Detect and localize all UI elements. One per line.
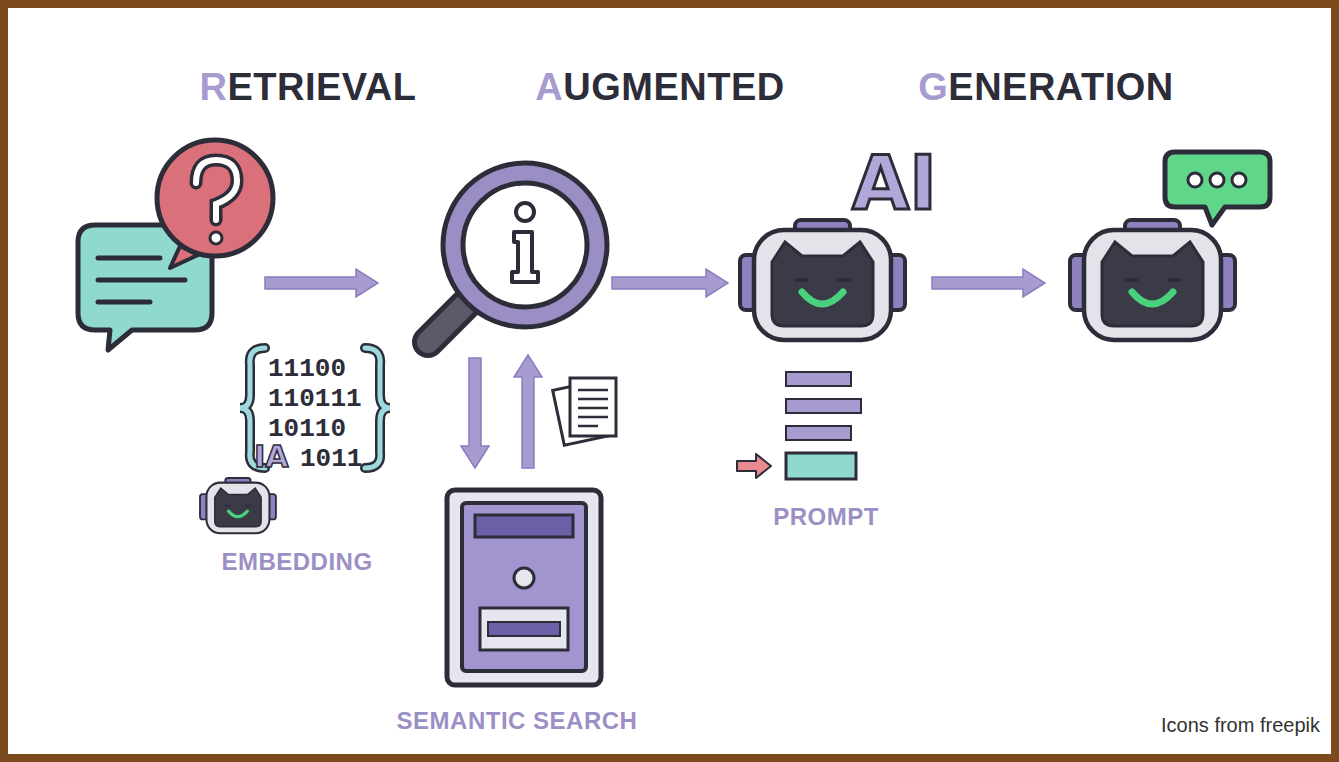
question-icon [78,140,273,350]
ai-text: AI [852,146,937,220]
text-holder: 10110 [268,416,346,442]
text-holder: PROMPT [773,503,879,531]
text-holder: RETRIEVAL [199,66,416,110]
step-label: PROMPT [773,503,879,531]
text-holder: Icons from freepik [1161,714,1320,737]
binary-row: 110111 [268,386,362,412]
prompt-stack [737,372,861,479]
embedding-icon [200,348,390,533]
stage-heading: RETRIEVAL [199,66,416,110]
text-holder: 1011 [300,446,362,472]
text-holder: 11100 [268,356,346,382]
stage-heading: AUGMENTED [535,66,784,110]
binary-row: 1011 [300,446,362,472]
flow-arrow [265,269,1045,468]
documents-icon [553,378,616,445]
step-label: SEMANTIC SEARCH [397,707,638,735]
step-node: SEMANTIC SEARCH [440,485,641,739]
text-holder: GENERATION [918,66,1174,110]
binary-row: 11100 [268,356,346,382]
text-holder: AI [254,442,288,472]
binary-row: 10110 [268,416,346,442]
text-holder: 110111 [268,386,362,412]
credit-note: Icons from freepik [1161,714,1320,737]
stage-heading: GENERATION [918,66,1174,110]
answer-bubble [1165,152,1270,225]
step-node: EMBEDDING [200,542,395,582]
step-node: AI PROMPT [730,140,950,540]
step-label: EMBEDDING [221,548,372,576]
text-holder: AUGMENTED [535,66,784,110]
text-holder: SEMANTIC SEARCH [397,707,638,735]
text-holder: EMBEDDING [221,548,372,576]
text-holder: AI [852,146,937,220]
ai-mirrored: AI [254,442,288,472]
magnifier-icon [428,163,607,342]
server-icon [447,490,601,685]
